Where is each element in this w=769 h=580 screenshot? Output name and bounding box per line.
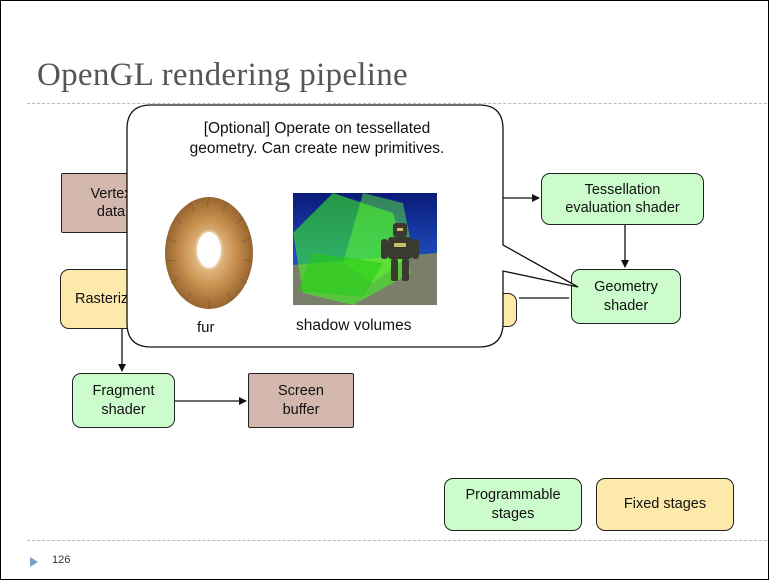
fragment-shader-box: Fragment shader: [72, 373, 175, 428]
tessellation-evaluation-shader-box: Tessellation evaluation shader: [541, 173, 704, 225]
geometry-shader-box: Geometry shader: [571, 269, 681, 324]
legend-fixed-stages: Fixed stages: [596, 478, 734, 531]
fur-caption: fur: [197, 319, 215, 336]
shadow-volumes-image: [293, 193, 437, 305]
footer-divider: [27, 540, 767, 541]
footer-arrow-icon: [30, 557, 38, 567]
shadow-volumes-caption: shadow volumes: [296, 317, 412, 334]
legend-programmable-stages: Programmable stages: [444, 478, 582, 531]
callout-text: [Optional] Operate on tessellated geomet…: [189, 120, 445, 158]
slide-title: OpenGL rendering pipeline: [37, 57, 408, 93]
title-divider: [27, 103, 767, 104]
screen-buffer-box: Screen buffer: [248, 373, 354, 428]
page-number: 126: [52, 554, 71, 566]
fur-torus-image: [165, 196, 253, 309]
